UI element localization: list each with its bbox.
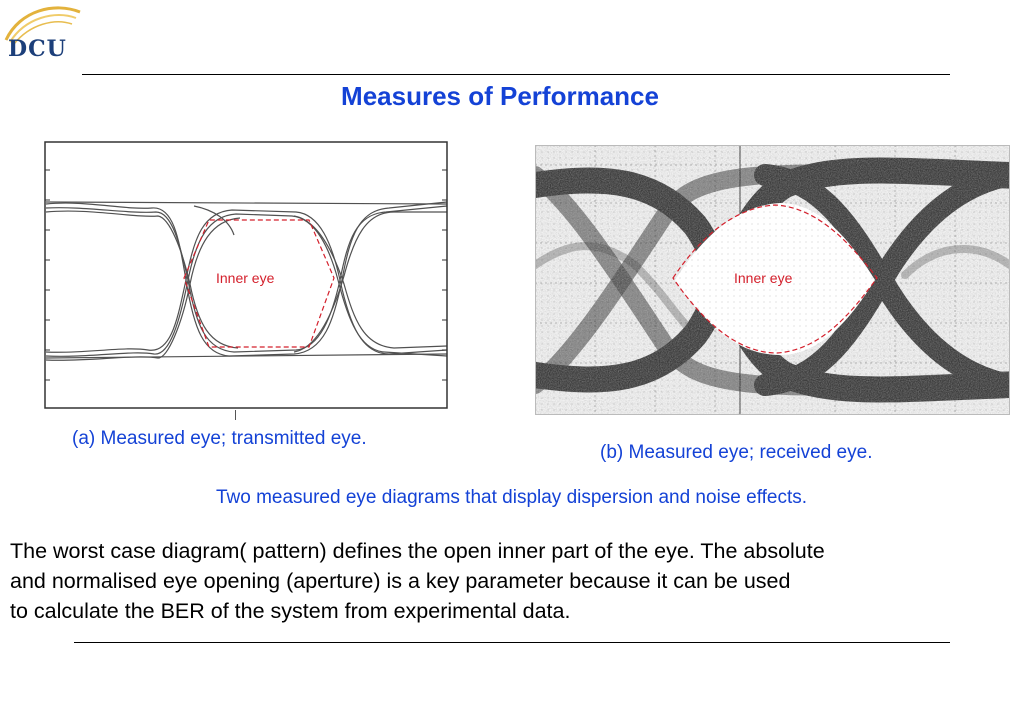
body-paragraph: The worst case diagram( pattern) defines… [10,536,1015,626]
inner-eye-label-a: Inner eye [216,270,275,286]
figure-caption: Two measured eye diagrams that display d… [215,487,808,508]
inner-eye-label-b: Inner eye [734,270,793,286]
caption-a: (a) Measured eye; transmitted eye. [72,428,367,449]
eye-diagram-transmitted: Inner eye [44,140,449,420]
body-line: and normalised eye opening (aperture) is… [10,569,791,593]
page-title: Measures of Performance [341,81,659,111]
eye-diagram-received-graphic [522,145,1023,415]
top-divider [82,74,950,75]
logo-swoosh-icon [4,6,81,45]
caption-b: (b) Measured eye; received eye. [600,442,873,463]
bottom-divider [74,642,950,643]
dcu-logo: DCU [0,0,90,70]
eye-diagram-received: Inner eye [522,145,1023,415]
body-line: The worst case diagram( pattern) defines… [10,539,825,563]
body-line: to calculate the BER of the system from … [10,599,571,623]
axis-marker [235,410,236,420]
logo-text: DCU [8,36,67,62]
eye-diagram-transmitted-graphic [44,141,448,409]
